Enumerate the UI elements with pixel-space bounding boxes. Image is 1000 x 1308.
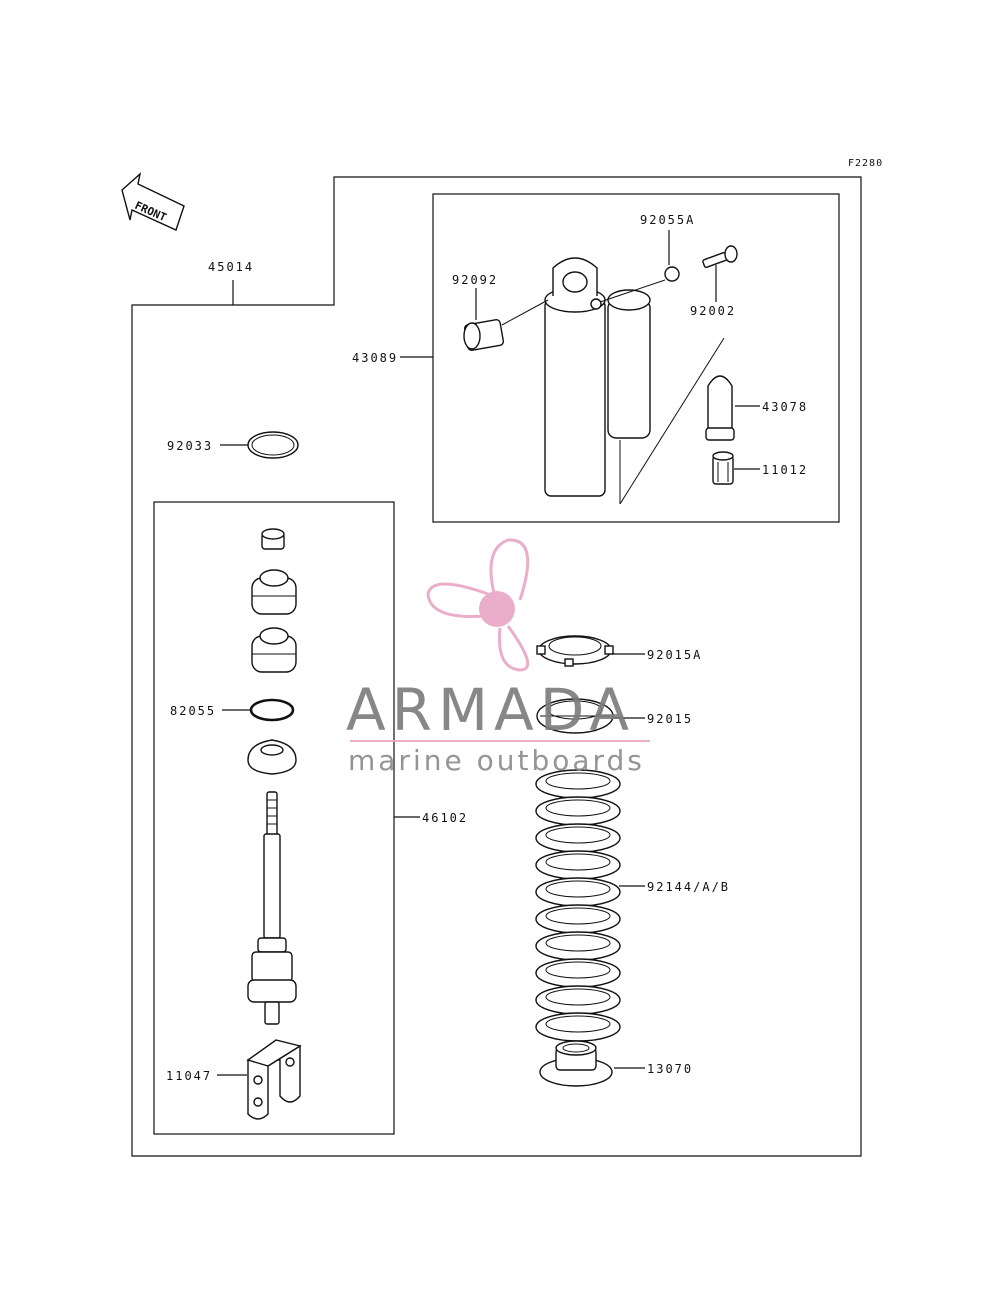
watermark-title: ARMADA xyxy=(346,676,635,744)
part-92015 xyxy=(536,698,614,734)
part-label-92002[interactable]: 92002 xyxy=(690,304,736,318)
part-92055A xyxy=(664,266,680,282)
watermark-subtitle: marine outboards xyxy=(348,744,645,777)
part-piston-rod xyxy=(247,791,297,1025)
spring-coil-inner xyxy=(545,826,611,844)
part-label-11012[interactable]: 11012 xyxy=(762,463,808,477)
part-label-46102[interactable]: 46102 xyxy=(422,811,468,825)
diagram-code: F2280 xyxy=(848,158,883,169)
spring-coil-inner xyxy=(545,799,611,817)
part-label-92055A[interactable]: 92055A xyxy=(640,213,695,227)
propeller-logo-icon xyxy=(426,538,530,672)
part-nut xyxy=(261,528,285,550)
part-label-92015A[interactable]: 92015A xyxy=(647,648,702,662)
part-11012 xyxy=(712,451,734,485)
assembly-box-43089 xyxy=(432,193,840,523)
part-label-13070[interactable]: 13070 xyxy=(647,1062,693,1076)
part-lower-bushing xyxy=(251,627,297,673)
part-upper-bushing xyxy=(251,569,297,615)
spring-coil-inner xyxy=(545,880,611,898)
shock-body xyxy=(544,257,725,505)
part-43078 xyxy=(705,375,735,441)
part-label-82055[interactable]: 82055 xyxy=(170,704,216,718)
part-92092 xyxy=(463,319,505,351)
spring-coil-inner xyxy=(545,853,611,871)
part-label-92015[interactable]: 92015 xyxy=(647,712,693,726)
part-label-92092[interactable]: 92092 xyxy=(452,273,498,287)
part-seal-cap xyxy=(247,739,297,775)
part-11047 xyxy=(246,1039,302,1120)
part-label-11047[interactable]: 11047 xyxy=(166,1069,212,1083)
part-label-92033[interactable]: 92033 xyxy=(167,439,213,453)
part-92033 xyxy=(247,431,299,459)
spring-coil-inner xyxy=(545,934,611,952)
assembly-box-46102 xyxy=(153,501,395,1135)
front-arrow-icon: FRONT xyxy=(121,172,185,231)
part-92015A xyxy=(536,635,614,667)
part-13070 xyxy=(539,1040,613,1087)
spring-coil-inner xyxy=(545,907,611,925)
part-92144-spring xyxy=(535,769,621,1042)
spring-coil-inner xyxy=(545,1015,611,1033)
part-label-43078[interactable]: 43078 xyxy=(762,400,808,414)
part-label-92144[interactable]: 92144/A/B xyxy=(647,880,730,894)
part-82055 xyxy=(249,698,295,722)
watermark: ARMADA marine outboards xyxy=(346,538,650,777)
assembly-frame-45014 xyxy=(131,176,862,1157)
part-label-45014[interactable]: 45014 xyxy=(208,260,254,274)
spring-coil-inner xyxy=(545,961,611,979)
spring-coil-inner xyxy=(545,988,611,1006)
part-label-43089[interactable]: 43089 xyxy=(352,351,398,365)
spring-coil-inner xyxy=(545,772,611,790)
part-92002 xyxy=(702,245,738,268)
